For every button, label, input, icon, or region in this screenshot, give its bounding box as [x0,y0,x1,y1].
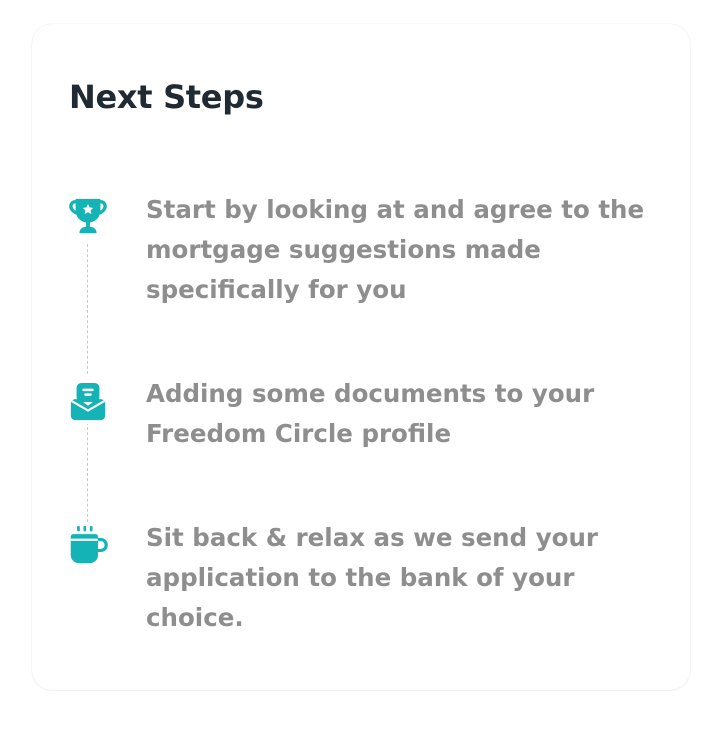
next-steps-card: Next Steps Start by looking at and agree… [32,24,690,690]
step-text: Sit back & relax as we send your applica… [146,523,599,632]
coffee-cup-icon [68,522,108,566]
step-text: Start by looking at and agree to the mor… [146,195,645,304]
documents-icon [68,380,108,424]
timeline-connector [87,422,88,522]
timeline-connector [87,244,88,374]
trophy-icon [68,194,108,238]
step-text: Adding some documents to your Freedom Ci… [146,379,595,448]
card-title: Next Steps [69,78,264,116]
